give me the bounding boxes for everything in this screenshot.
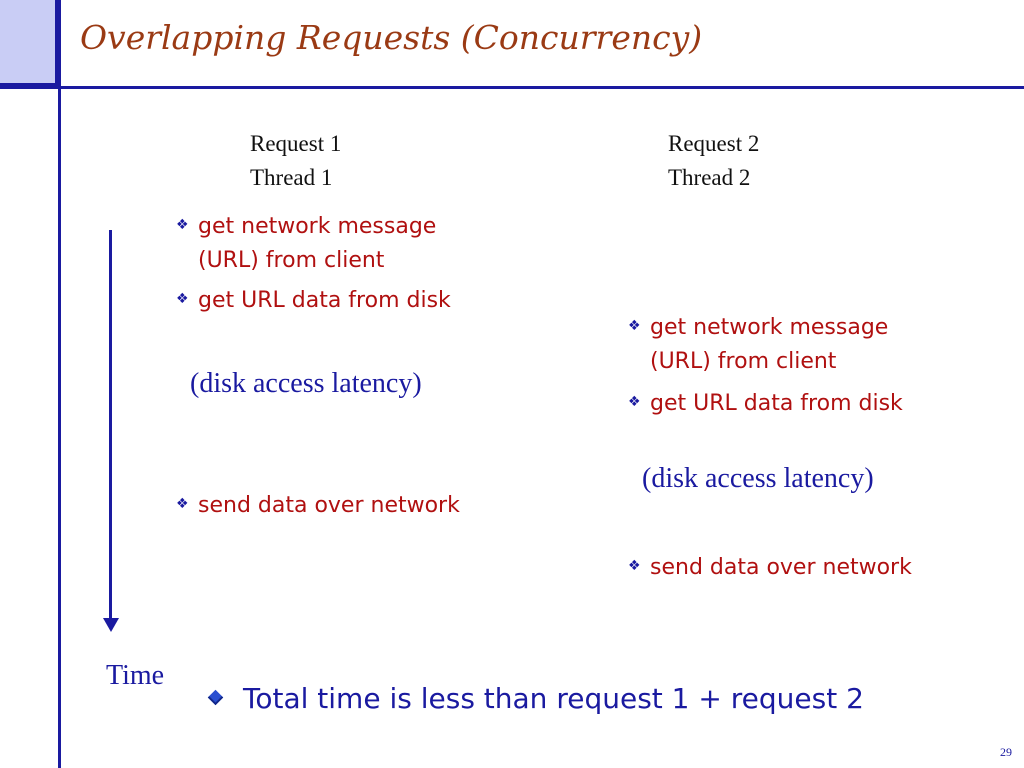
corner-decoration [0, 0, 58, 86]
timeline-line [109, 230, 112, 620]
summary-bullet: Total time is less than request 1 + requ… [207, 682, 864, 715]
column1-step-2: ❖get URL data from disk [176, 284, 451, 318]
column1-request-label: Request 1 [250, 131, 342, 156]
column2-thread-label: Thread 2 [668, 165, 751, 190]
diamond-four-bullet-icon: ❖ [176, 496, 189, 512]
column2-step-3: ❖send data over network [628, 551, 912, 585]
column2-request-label: Request 2 [668, 131, 760, 156]
blue-diamond-icon [207, 689, 224, 706]
diamond-four-bullet-icon: ❖ [628, 318, 641, 334]
diamond-four-bullet-icon: ❖ [176, 217, 189, 233]
vertical-rule [58, 0, 61, 768]
slide-title: Overlapping Requests (Concurrency) [80, 18, 703, 57]
column1-step-1: ❖get network message (URL) from client [176, 210, 436, 278]
column1-latency: (disk access latency) [190, 368, 422, 399]
diamond-four-bullet-icon: ❖ [628, 558, 641, 574]
column2-latency: (disk access latency) [642, 463, 874, 494]
column1-header: Request 1 Thread 1 [250, 127, 341, 195]
summary-text: Total time is less than request 1 + requ… [243, 682, 864, 715]
column1-step-3: ❖send data over network [176, 489, 460, 523]
horizontal-rule [0, 86, 1024, 89]
column1-thread-label: Thread 1 [250, 165, 333, 190]
page-number: 29 [1000, 745, 1012, 759]
column2-header: Request 2 Thread 2 [668, 127, 759, 195]
timeline-label: Time [106, 660, 165, 691]
column2-step-2: ❖get URL data from disk [628, 387, 903, 421]
column2-step-1: ❖get network message (URL) from client [628, 311, 888, 379]
arrow-down-icon [103, 618, 119, 632]
diamond-four-bullet-icon: ❖ [176, 291, 189, 307]
diamond-four-bullet-icon: ❖ [628, 394, 641, 410]
